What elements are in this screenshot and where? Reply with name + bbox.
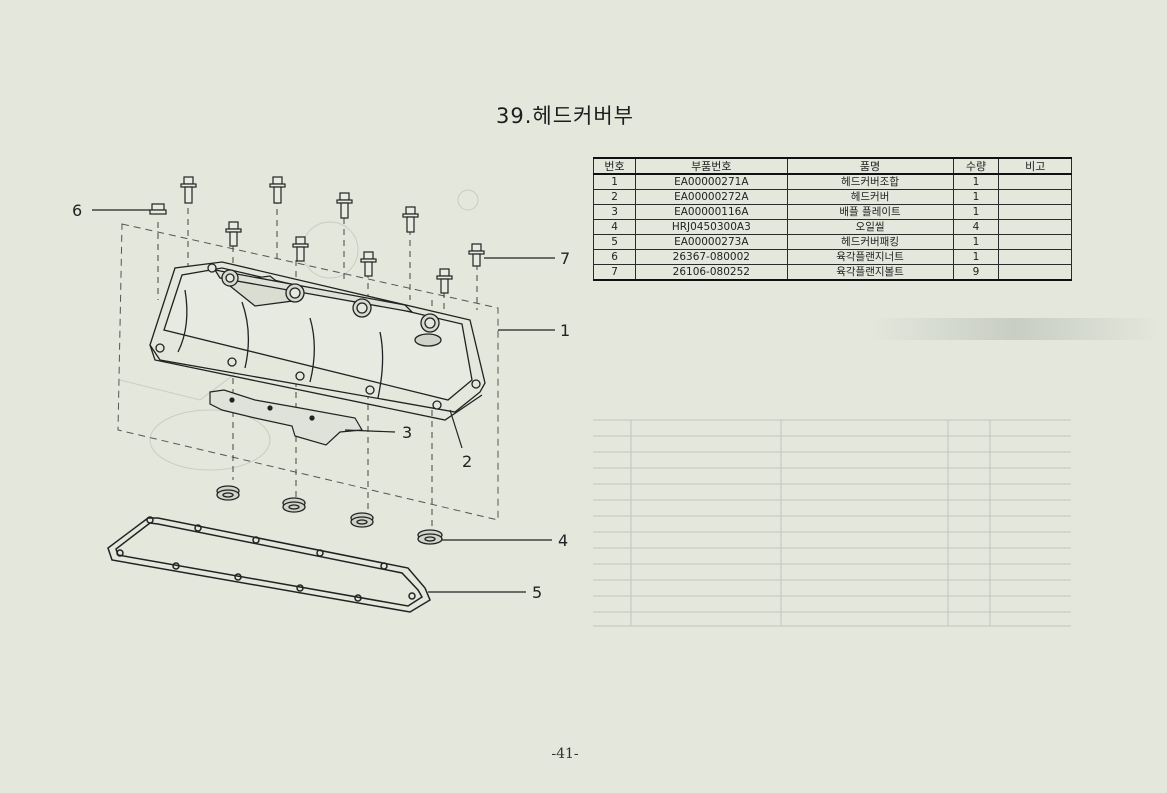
cell-number: 7 bbox=[592, 264, 637, 281]
table-row: 4 HRJ0450300A3 오일씰 4 bbox=[592, 219, 1072, 235]
callout-7: 7 bbox=[560, 249, 570, 268]
bolt bbox=[336, 192, 353, 219]
cell-quantity: 1 bbox=[952, 204, 1000, 220]
cell-part-name: 헤드커버 bbox=[786, 189, 954, 205]
cell-number: 2 bbox=[592, 189, 637, 205]
cell-remark bbox=[998, 173, 1072, 190]
cell-remark bbox=[998, 204, 1072, 220]
cell-quantity: 9 bbox=[952, 264, 1000, 281]
header-quantity: 수량 bbox=[952, 157, 1000, 175]
bleed-through-table bbox=[593, 419, 1071, 627]
table-row: 1 EA00000271A 헤드커버조합 1 bbox=[592, 173, 1072, 190]
cell-part-name: 육각플랜지너트 bbox=[786, 249, 954, 265]
header-remark: 비고 bbox=[998, 157, 1072, 175]
oil-seals bbox=[216, 485, 443, 545]
flange-nut bbox=[149, 203, 167, 215]
table-row: 6 26367-080002 육각플랜지너트 1 bbox=[592, 249, 1072, 265]
callout-2: 2 bbox=[462, 452, 472, 471]
cell-part-name: 배플 플레이트 bbox=[786, 204, 954, 220]
cell-part-number: HRJ0450300A3 bbox=[635, 219, 788, 235]
header-part-number: 부품번호 bbox=[635, 157, 788, 175]
cell-number: 4 bbox=[592, 219, 637, 235]
bolt bbox=[402, 206, 419, 233]
cell-number: 5 bbox=[592, 234, 637, 250]
table-row: 2 EA00000272A 헤드커버 1 bbox=[592, 189, 1072, 205]
cell-quantity: 4 bbox=[952, 219, 1000, 235]
leader-lines bbox=[92, 209, 555, 593]
table-row: 7 26106-080252 육각플랜지볼트 9 bbox=[592, 264, 1072, 281]
cell-part-number: 26367-080002 bbox=[635, 249, 788, 265]
cell-quantity: 1 bbox=[952, 173, 1000, 190]
cell-part-number: EA00000273A bbox=[635, 234, 788, 250]
parts-table: 번호 부품번호 품명 수량 비고 1 EA00000271A 헤드커버조합 1 … bbox=[592, 157, 1072, 281]
cell-remark bbox=[998, 219, 1072, 235]
header-number: 번호 bbox=[592, 157, 637, 175]
cell-part-number: EA00000272A bbox=[635, 189, 788, 205]
cell-number: 6 bbox=[592, 249, 637, 265]
cell-remark bbox=[998, 234, 1072, 250]
cell-part-name: 헤드커버조합 bbox=[786, 173, 954, 190]
cell-number: 1 bbox=[592, 173, 637, 190]
assembly-boundary bbox=[117, 223, 499, 521]
table-header-row: 번호 부품번호 품명 수량 비고 bbox=[592, 157, 1072, 175]
callout-6: 6 bbox=[72, 201, 82, 220]
head-cover-gasket bbox=[107, 516, 431, 613]
table-row: 5 EA00000273A 헤드커버패킹 1 bbox=[592, 234, 1072, 250]
page-number: -41- bbox=[551, 746, 579, 762]
cell-part-name: 헤드커버패킹 bbox=[786, 234, 954, 250]
cell-part-name: 오일씰 bbox=[786, 219, 954, 235]
page-title: 39.헤드커버부 bbox=[496, 104, 634, 128]
cell-quantity: 1 bbox=[952, 249, 1000, 265]
table-row: 3 EA00000116A 배플 플레이트 1 bbox=[592, 204, 1072, 220]
bolt bbox=[360, 251, 377, 277]
cell-part-number: 26106-080252 bbox=[635, 264, 788, 281]
cell-part-number: EA00000116A bbox=[635, 204, 788, 220]
header-part-name: 품명 bbox=[786, 157, 954, 175]
bolt bbox=[180, 176, 197, 204]
callout-1: 1 bbox=[560, 321, 570, 340]
cell-remark bbox=[998, 249, 1072, 265]
callout-3: 3 bbox=[402, 423, 412, 442]
scan-smudge bbox=[870, 318, 1160, 340]
callout-5: 5 bbox=[532, 583, 542, 602]
baffle-plate bbox=[209, 389, 363, 446]
bolt bbox=[225, 221, 242, 247]
bolt bbox=[468, 243, 485, 267]
head-cover bbox=[149, 261, 486, 421]
cell-number: 3 bbox=[592, 204, 637, 220]
bolt bbox=[269, 176, 286, 204]
callout-4: 4 bbox=[558, 531, 568, 550]
cell-remark bbox=[998, 189, 1072, 205]
cell-part-number: EA00000271A bbox=[635, 173, 788, 190]
bolt bbox=[436, 268, 453, 294]
flange-bolts bbox=[180, 176, 485, 294]
cell-quantity: 1 bbox=[952, 189, 1000, 205]
bolt bbox=[292, 236, 309, 262]
cell-part-name: 육각플랜지볼트 bbox=[786, 264, 954, 281]
cell-quantity: 1 bbox=[952, 234, 1000, 250]
cell-remark bbox=[998, 264, 1072, 281]
